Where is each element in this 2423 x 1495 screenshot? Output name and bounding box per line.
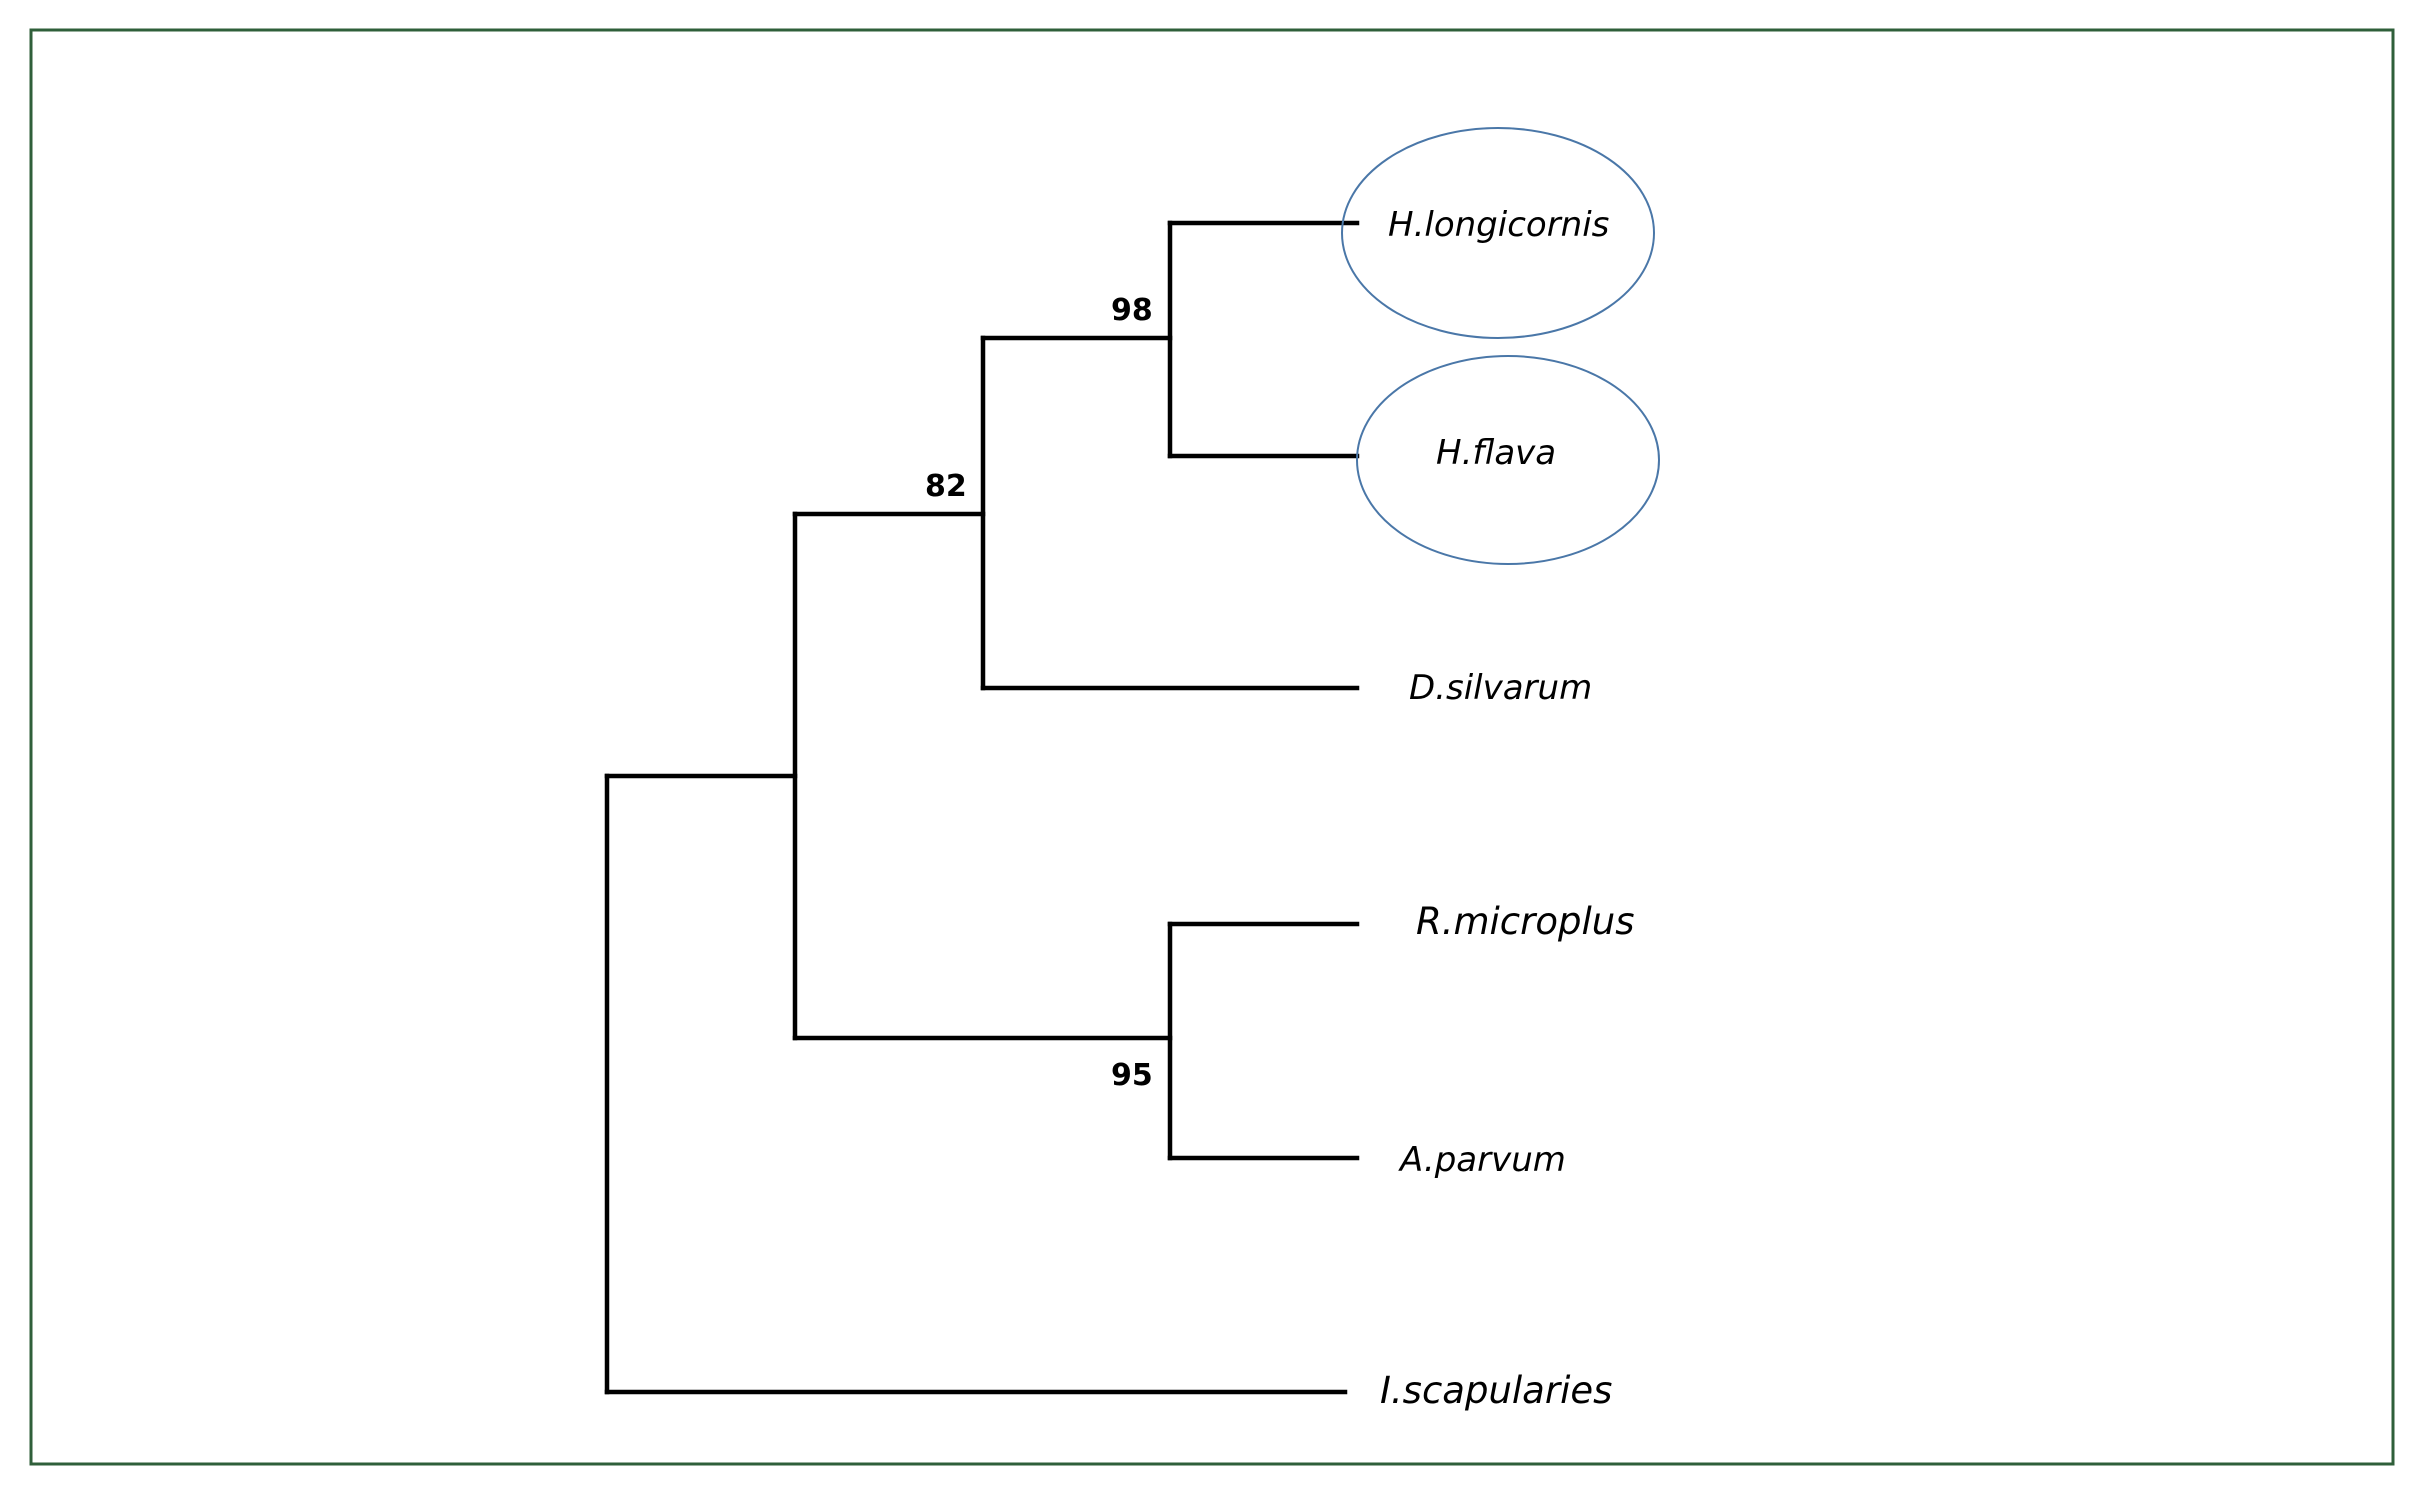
highlight-ellipse-h-flava — [1356, 355, 1660, 565]
support-value-node-95: 95 — [1111, 1058, 1153, 1093]
taxon-label-r-microplus: R.microplus — [1416, 900, 1634, 943]
support-value-node-82: 82 — [925, 469, 967, 504]
taxon-label-i-scapularies: I.scapularies — [1380, 1369, 1612, 1412]
taxon-label-h-flava: H.flava — [1436, 433, 1556, 473]
tree-branches — [604, 220, 1360, 1395]
taxon-label-d-silvarum: D.silvarum — [1409, 668, 1592, 708]
figure-frame — [29, 28, 2395, 1466]
taxon-labels: H.longicornis H.flava D.silvarum R.micro… — [1380, 205, 1634, 1412]
taxon-label-h-longicornis: H.longicornis — [1388, 205, 1609, 245]
taxon-label-a-parvum: A.parvum — [1398, 1140, 1566, 1180]
support-value-node-98: 98 — [1111, 293, 1153, 328]
highlight-ellipse-h-longicornis — [1341, 127, 1655, 339]
bootstrap-support-values: 98 82 95 — [925, 293, 1153, 1093]
